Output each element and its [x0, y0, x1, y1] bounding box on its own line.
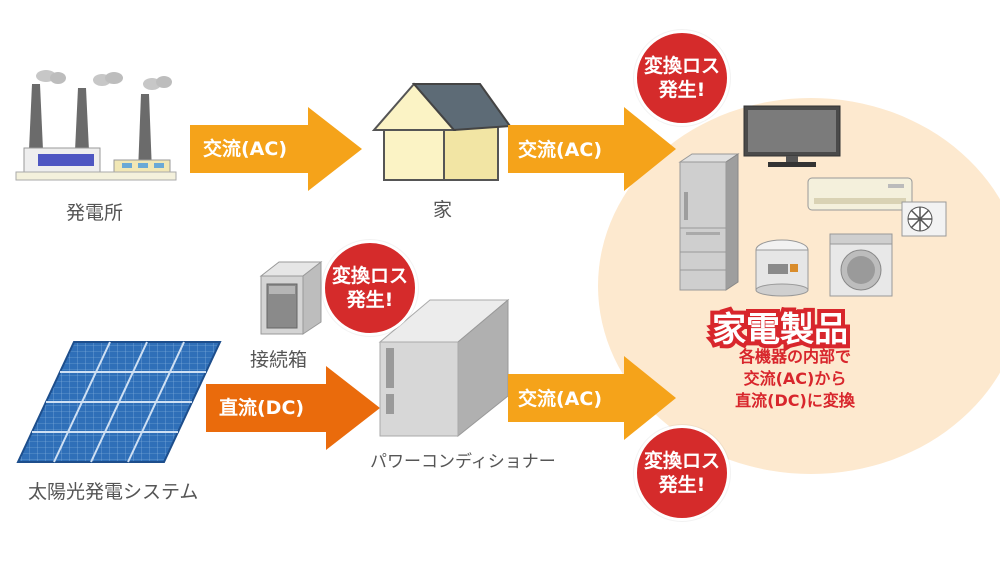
badge-top-line-1: 変換ロス [643, 55, 720, 77]
ac-arrow-3-label: 交流(AC) [518, 388, 603, 410]
junction-box-label: 接続箱 [250, 349, 308, 371]
rice-cooker-icon [752, 236, 814, 298]
house-label: 家 [433, 199, 453, 221]
ac-arrow-2 [508, 107, 678, 191]
ac-arrow-3 [508, 356, 678, 440]
badge-bottom-line-1: 変換ロス [643, 450, 720, 472]
dc-arrow [206, 366, 382, 450]
appliances-description: 各機器の内部で 交流(AC)から 直流(DC)に変換 [706, 346, 884, 412]
junction-box-icon [255, 258, 329, 336]
description-line-2: 交流(AC)から [743, 369, 847, 388]
air-conditioner-icon [806, 176, 916, 214]
badge-bottom-line-2: 発生! [658, 474, 706, 496]
badge-top-line-2: 発生! [658, 79, 706, 101]
badge-middle-line-2: 発生! [346, 289, 394, 311]
outdoor-unit-icon [900, 200, 948, 238]
tv-icon [742, 104, 842, 170]
factory-icon [14, 68, 184, 190]
ac-arrow-1 [190, 107, 364, 191]
dc-arrow-label: 直流(DC) [219, 397, 305, 419]
conversion-loss-badge-bottom: 変換ロス 発生! [634, 425, 730, 521]
washing-machine-icon [828, 232, 894, 298]
power-conditioner-label: パワーコンディショナー [370, 452, 556, 472]
ac-arrow-2-label: 交流(AC) [518, 139, 603, 161]
description-line-1: 各機器の内部で [738, 347, 851, 366]
house-icon [370, 80, 518, 186]
solar-panel-icon [14, 340, 224, 464]
refrigerator-icon [676, 152, 742, 292]
badge-middle-line-1: 変換ロス [331, 265, 408, 287]
appliances-title: 家電製品 [708, 306, 852, 354]
solar-system-label: 太陽光発電システム [28, 481, 199, 503]
power-conditioner-icon [376, 296, 520, 440]
conversion-loss-badge-middle: 変換ロス 発生! [322, 240, 418, 336]
description-line-3: 直流(DC)に変換 [735, 391, 855, 410]
ac-arrow-1-label: 交流(AC) [203, 138, 288, 160]
conversion-loss-badge-top: 変換ロス 発生! [634, 30, 730, 126]
power-plant-label: 発電所 [66, 202, 124, 224]
